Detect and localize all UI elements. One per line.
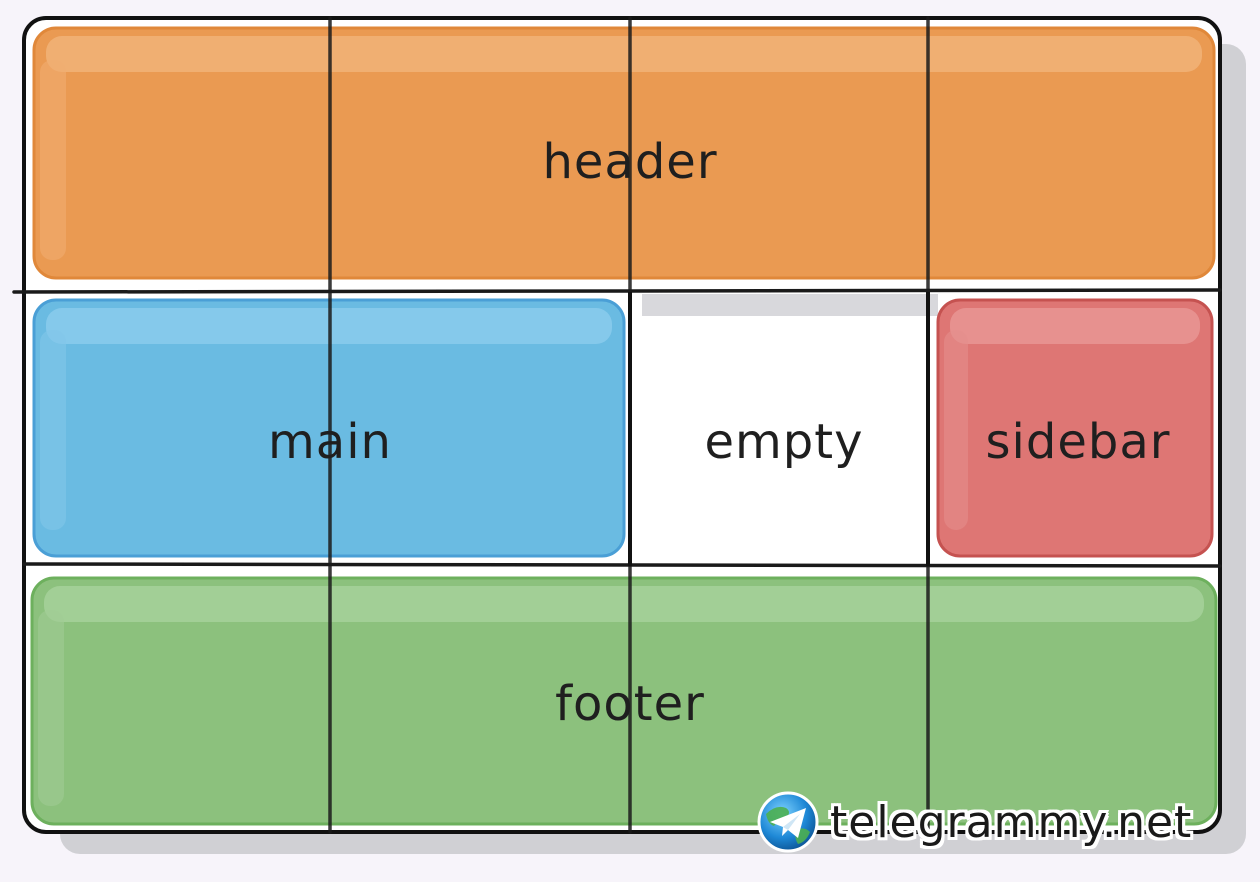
- empty-label: empty: [704, 414, 864, 470]
- sidebar-label: sidebar: [985, 414, 1171, 470]
- empty-cell-shadow: [642, 294, 938, 316]
- empty-cell-border: [628, 292, 930, 566]
- telegram-globe-icon: [757, 791, 819, 853]
- footer-label: footer: [555, 676, 705, 732]
- watermark-text: telegrammy.net: [830, 796, 1193, 848]
- sidebar-area: [936, 298, 1214, 558]
- main-label: main: [268, 414, 392, 470]
- watermark: telegrammy.net: [756, 790, 1192, 854]
- header-label: header: [542, 134, 718, 190]
- footer-area: [30, 576, 1218, 826]
